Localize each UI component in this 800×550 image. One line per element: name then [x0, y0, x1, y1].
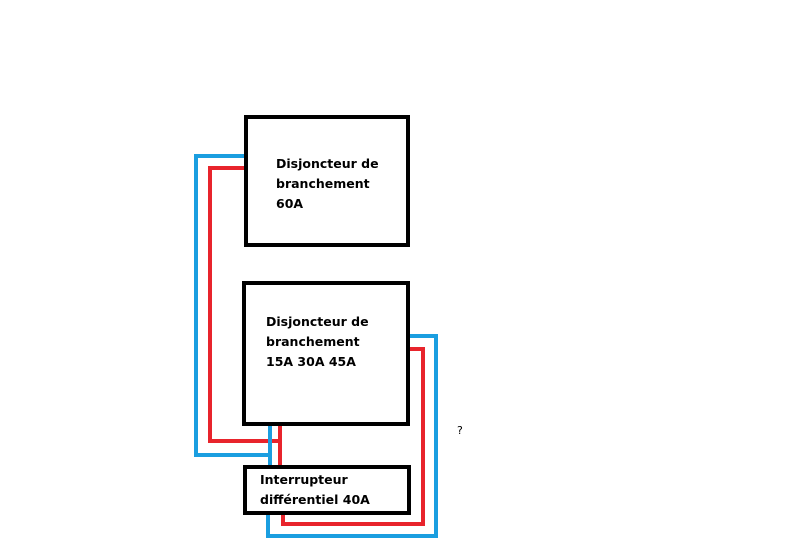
main-breaker-label: Disjoncteur de branchement 60A	[276, 154, 379, 214]
main-breaker-label-line-1: Disjoncteur de	[276, 156, 379, 171]
sub-breaker-label-line-3: 15A 30A 45A	[266, 354, 356, 369]
sub-breaker-box	[242, 281, 410, 426]
sub-breaker-label-line-1: Disjoncteur de	[266, 314, 369, 329]
main-breaker-label-line-2: branchement	[276, 176, 370, 191]
red-wire-rcd-to-sub	[281, 347, 425, 526]
question-mark: ?	[457, 424, 463, 437]
main-breaker-box	[244, 115, 410, 247]
rcd-switch-box	[243, 465, 411, 515]
blue-wire-rcd-to-sub	[266, 334, 438, 538]
rcd-switch-label-line-1: Interrupteur	[260, 472, 348, 487]
rcd-switch-label-line-2: différentiel 40A	[260, 492, 370, 507]
sub-breaker-label: Disjoncteur de branchement 15A 30A 45A	[266, 312, 369, 372]
sub-breaker-label-line-2: branchement	[266, 334, 360, 349]
main-breaker-label-line-3: 60A	[276, 196, 304, 211]
rcd-switch-label: Interrupteur différentiel 40A	[260, 470, 370, 510]
